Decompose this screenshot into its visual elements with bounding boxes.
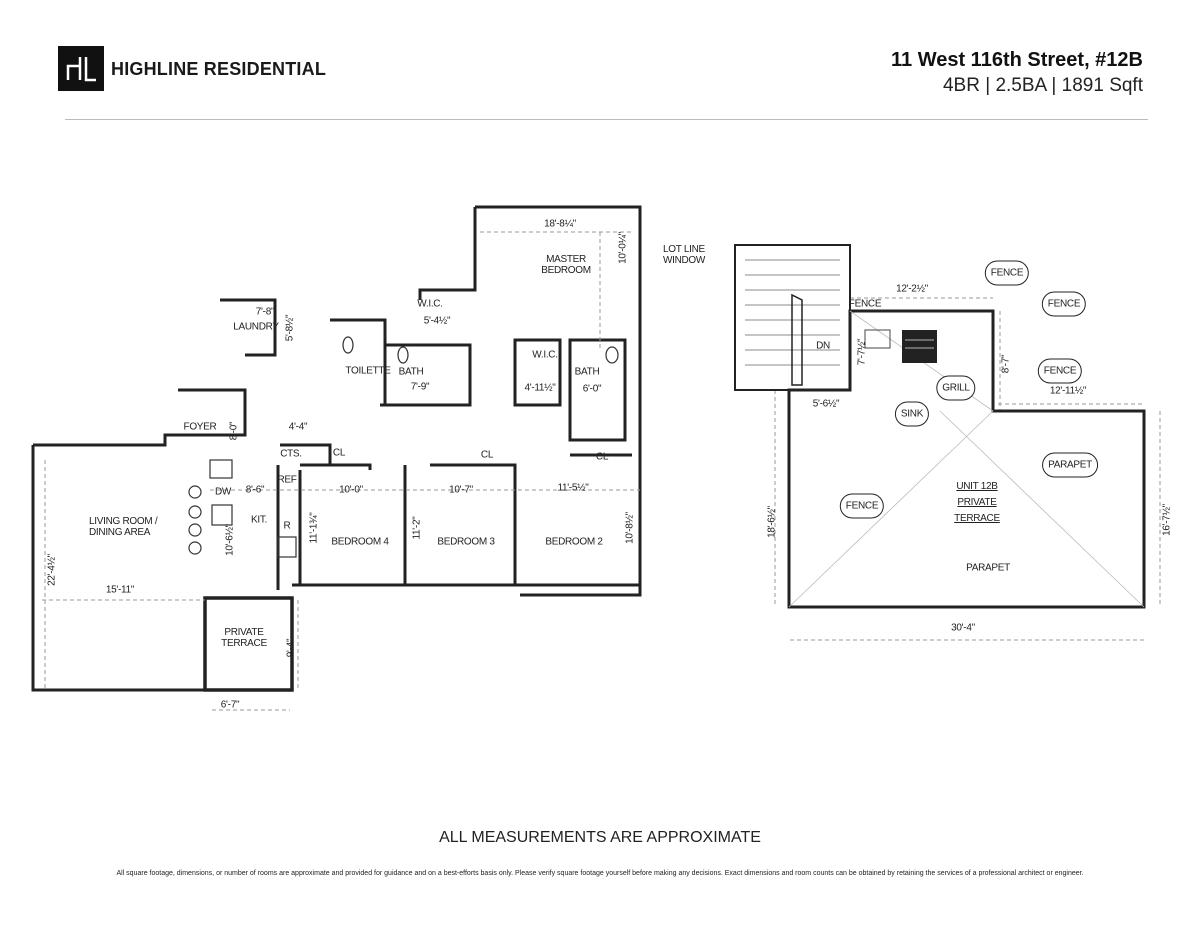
dimension-label: 8'-6" xyxy=(245,484,265,496)
dimension-label: 16'-7½" xyxy=(1161,504,1173,536)
listing-specs: 4BR | 2.5BA | 1891 Sqft xyxy=(942,75,1143,96)
dimension-lines xyxy=(42,231,1161,711)
dimension-label: 11'-2" xyxy=(411,516,423,540)
dimension-label: 8'-7" xyxy=(1000,354,1012,374)
room-label-bedroom-3: BEDROOM 3 xyxy=(437,536,495,548)
room-label-closet: CL xyxy=(480,449,494,461)
dimension-label: 30'-4" xyxy=(951,622,975,634)
dimension-label: 4'-11½" xyxy=(524,382,556,394)
dimension-label: 12'-2½" xyxy=(896,283,928,295)
room-label-bedroom-2: BEDROOM 2 xyxy=(545,536,603,548)
room-label-toilette: TOILETTE xyxy=(345,365,391,377)
dimension-label: 6'-0" xyxy=(582,383,602,395)
callout-fence: FENCE xyxy=(984,260,1030,286)
dimension-label: 8'-0" xyxy=(228,421,240,441)
room-label-closet: CL xyxy=(332,447,346,459)
brand-name: HIGHLINE RESIDENTIAL xyxy=(111,59,327,79)
main-unit-fixtures xyxy=(188,336,619,558)
room-label-laundry: LAUNDRY xyxy=(233,321,279,333)
appliance-label-ref: REF xyxy=(277,474,297,486)
dimension-label: 18'-6½" xyxy=(766,506,778,538)
dimension-label: 5'-6½" xyxy=(812,398,840,410)
room-label-closet: CL xyxy=(595,451,609,463)
callout-parapet: PARAPET xyxy=(1042,452,1098,478)
room-label-bath: BATH xyxy=(398,366,424,378)
dimension-label: 18'-8¼" xyxy=(544,218,576,230)
room-label-kitchen: KIT. xyxy=(250,514,268,526)
room-label-living-dining: LIVING ROOM / DINING AREA xyxy=(89,516,158,538)
callout-parapet: PARAPET xyxy=(966,562,1010,574)
dimension-label: 10'-6½" xyxy=(224,524,236,556)
room-label-wic: W.I.C. xyxy=(417,298,443,310)
room-label-wic: W.I.C. xyxy=(532,349,558,361)
hl-monogram-icon xyxy=(66,57,96,82)
dimension-label: 11'-1¾" xyxy=(308,512,320,544)
dimension-label: 10'-7" xyxy=(449,484,473,496)
room-label-master-bedroom: MASTER BEDROOM xyxy=(541,254,591,276)
dimension-label: 6'-7" xyxy=(220,699,240,711)
disclaimer: All square footage, dimensions, or numbe… xyxy=(116,870,1084,877)
dimension-label: 5'-4½" xyxy=(423,315,451,327)
appliance-label-dw: DW xyxy=(214,486,232,498)
dimension-label: 11'-5½" xyxy=(557,482,589,494)
room-label-bath: BATH xyxy=(574,366,600,378)
dimension-label: 7'-9" xyxy=(410,381,430,393)
dimension-label: 4'-4" xyxy=(288,421,308,433)
room-label-cts: CTS. xyxy=(280,448,302,460)
callout-fence: FENCE xyxy=(839,493,885,519)
room-label-unit-terrace: UNIT 12B PRIVATE TERRACE xyxy=(954,481,1000,524)
room-label-bedroom-4: BEDROOM 4 xyxy=(331,536,389,548)
dimension-label: 10'-8½" xyxy=(624,512,636,544)
dimension-label: 7'-7½" xyxy=(856,338,868,366)
main-unit-walls xyxy=(31,205,642,692)
room-label-foyer: FOYER xyxy=(183,421,217,433)
dimension-label: 7'-8" xyxy=(255,306,275,318)
sink-fixture xyxy=(864,329,891,349)
callout-fence: FENCE xyxy=(848,298,882,310)
dimension-label: 22'-4½" xyxy=(46,554,58,586)
callout-grill: GRILL xyxy=(936,375,976,401)
listing-address: 11 West 116th Street, #12B xyxy=(891,49,1143,71)
dimension-label: 10'-0" xyxy=(339,484,363,496)
header-divider xyxy=(65,119,1148,120)
stair-treads xyxy=(745,259,840,386)
dimension-label: 5'-8½" xyxy=(284,314,296,342)
callout-fence: FENCE xyxy=(1037,358,1083,384)
measurements-note: ALL MEASUREMENTS ARE APPROXIMATE xyxy=(439,829,761,846)
dimension-label: 9'-4" xyxy=(285,638,297,658)
dimension-label: 12'-11½" xyxy=(1049,385,1087,397)
callout-fence: FENCE xyxy=(1041,291,1087,317)
logo xyxy=(58,46,104,91)
grill-unit xyxy=(902,330,937,363)
room-label-private-terrace: PRIVATE TERRACE xyxy=(221,627,267,649)
callout-lot-line-window: LOT LINE WINDOW xyxy=(662,244,706,266)
stair-down-label: DN xyxy=(816,340,830,352)
dimension-label: 10'-0¼" xyxy=(617,232,629,264)
callout-sink: SINK xyxy=(894,401,930,427)
appliance-label-range: R xyxy=(283,520,291,532)
dimension-label: 15'-11" xyxy=(105,584,135,596)
